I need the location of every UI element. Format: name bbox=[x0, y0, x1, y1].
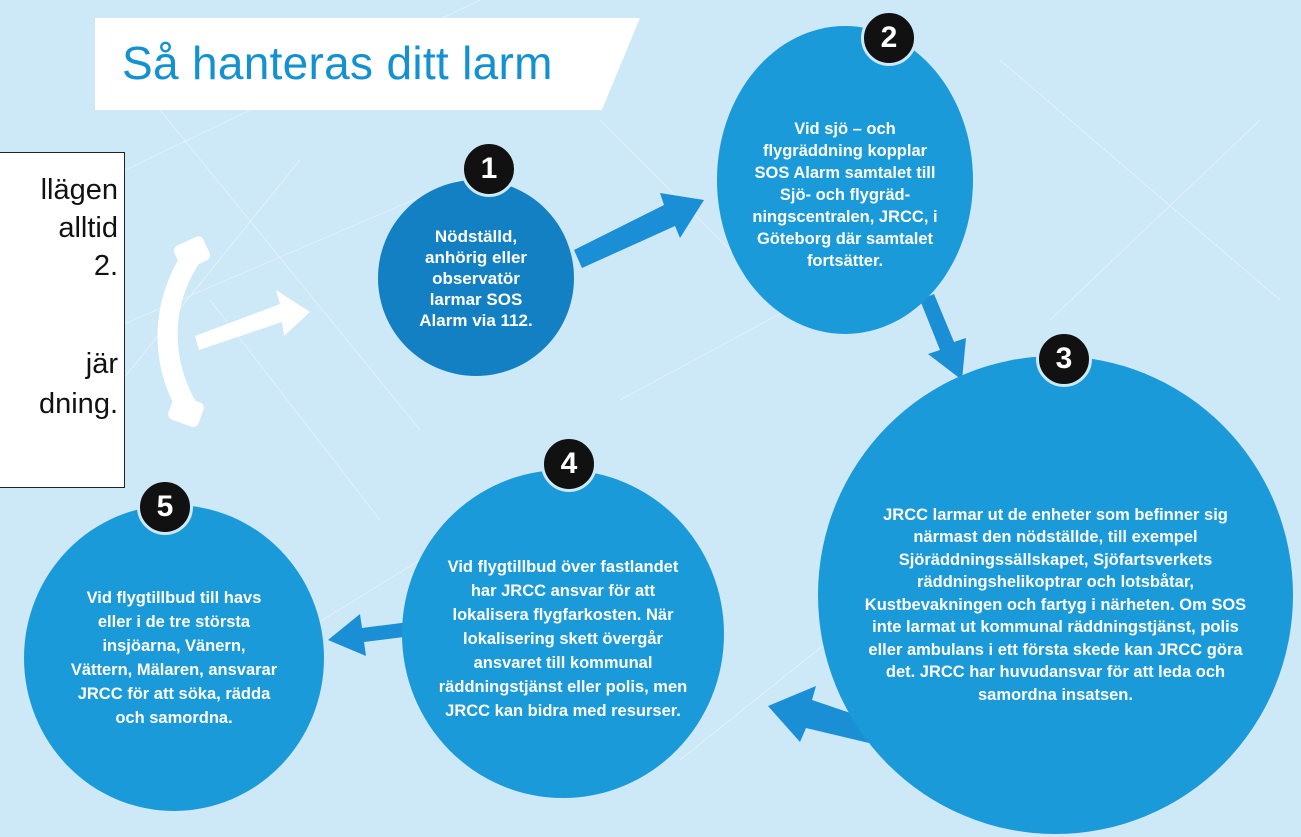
step-1-number: 1 bbox=[461, 141, 517, 197]
step-3-number: 3 bbox=[1036, 331, 1092, 387]
step-3-circle: JRCC larmar ut de enheter som befinner s… bbox=[818, 356, 1293, 834]
callout-line: 2. bbox=[93, 250, 118, 282]
step-4-circle: Vid flygtillbud över fastlandet har JRCC… bbox=[402, 470, 724, 798]
step-2-number: 2 bbox=[861, 10, 917, 66]
step-2-circle: Vid sjö – och flygräddning kopplar SOS A… bbox=[717, 26, 973, 334]
arrow-1-to-2 bbox=[574, 193, 704, 268]
step-5-text: Vid flygtillbud till havs eller i de tre… bbox=[70, 589, 278, 727]
callout-line: alltid bbox=[58, 212, 118, 244]
step-4-number: 4 bbox=[541, 436, 597, 492]
callout-line: jär bbox=[85, 348, 118, 380]
title-banner bbox=[95, 18, 640, 110]
callout-line: dning. bbox=[38, 388, 118, 420]
arrow-2-to-3 bbox=[920, 294, 966, 380]
step-1-text: Nödställd, anhörig eller observatör larm… bbox=[419, 226, 533, 330]
phone-icon bbox=[157, 236, 310, 427]
step-4-text: Vid flygtillbud över fastlandet har JRCC… bbox=[438, 558, 688, 720]
step-5-number: 5 bbox=[137, 479, 193, 535]
step-2-text: Vid sjö – och flygräddning kopplar SOS A… bbox=[752, 120, 938, 270]
callout-box: llägen alltid 2. jär dning. bbox=[0, 152, 125, 488]
page-title: Så hanteras ditt larm bbox=[122, 37, 553, 89]
step-3-text: JRCC larmar ut de enheter som befinner s… bbox=[864, 505, 1247, 704]
step-5-circle: Vid flygtillbud till havs eller i de tre… bbox=[24, 505, 324, 811]
callout-line: llägen bbox=[40, 174, 118, 206]
step-1-circle: Nödställd, anhörig eller observatör larm… bbox=[378, 180, 574, 376]
